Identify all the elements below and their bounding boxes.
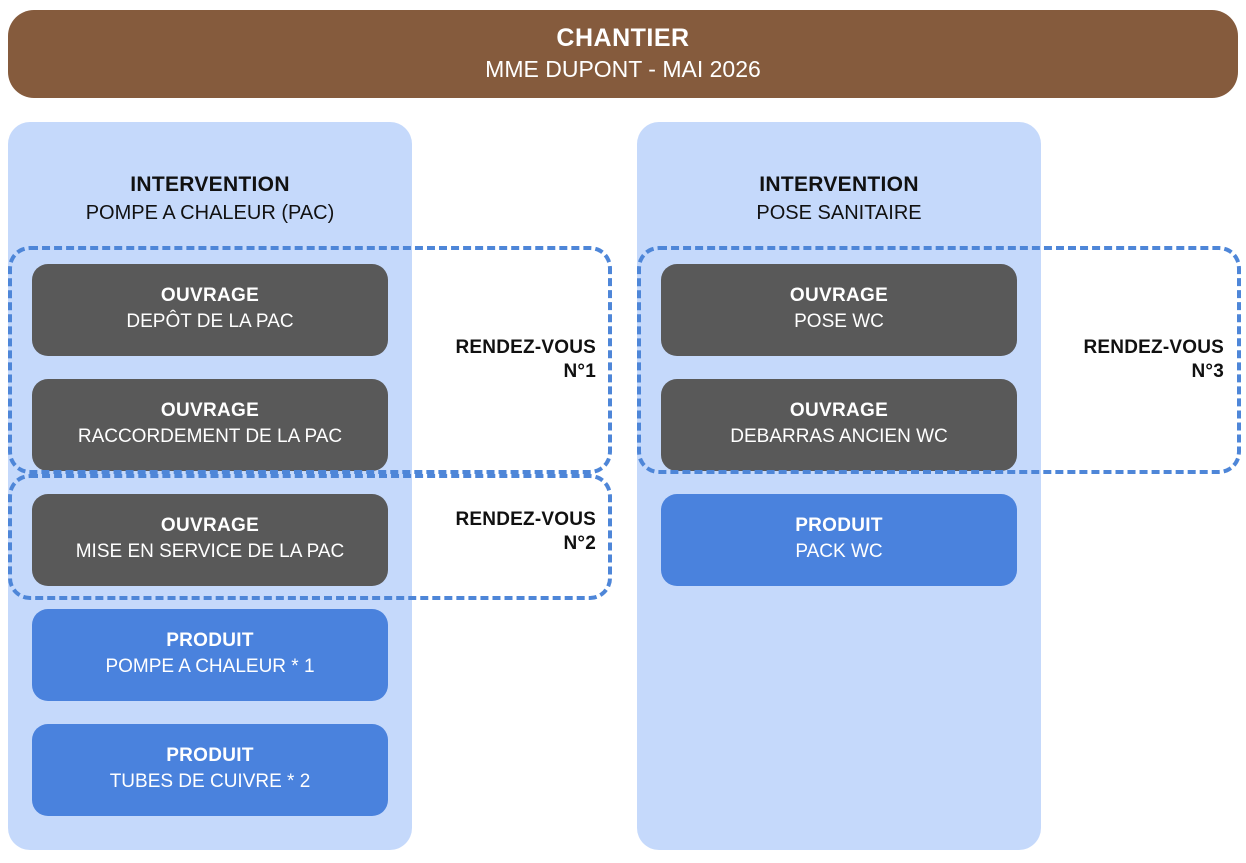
rendezvous-label-1-text: RENDEZ-VOUS <box>455 337 596 358</box>
produit-name: PACK WC <box>795 541 883 563</box>
ouvrage-type-label: OUVRAGE <box>160 400 260 422</box>
rendezvous-label-3-text: RENDEZ-VOUS <box>1083 337 1224 358</box>
intervention-name-right: POSE SANITAIRE <box>756 202 922 225</box>
ouvrage-box-mise-en-service-de-la-pac[interactable]: OUVRAGE MISE EN SERVICE DE LA PAC <box>32 494 388 586</box>
ouvrage-box-pose-wc[interactable]: OUVRAGE POSE WC <box>661 264 1017 356</box>
intervention-label-left: INTERVENTION <box>130 173 290 196</box>
ouvrage-type-label: OUVRAGE <box>789 285 889 307</box>
rendezvous-label-2-number: N°2 <box>563 532 596 554</box>
produit-name: POMPE A CHALEUR * 1 <box>105 656 315 678</box>
ouvrage-type-label: OUVRAGE <box>160 285 260 307</box>
rendezvous-label-3-number: N°3 <box>1191 360 1224 382</box>
rendezvous-label-1-number: N°1 <box>563 360 596 382</box>
produit-type-label: PRODUIT <box>166 630 254 652</box>
chantier-title: CHANTIER <box>556 24 690 53</box>
produit-name: TUBES DE CUIVRE * 2 <box>109 771 311 793</box>
ouvrage-box-depot-de-la-pac[interactable]: OUVRAGE DEPÔT DE LA PAC <box>32 264 388 356</box>
rendezvous-label-2: RENDEZ-VOUS N°2 <box>400 508 596 556</box>
intervention-label-right: INTERVENTION <box>759 173 919 196</box>
ouvrage-name: DEPÔT DE LA PAC <box>126 311 294 333</box>
produit-type-label: PRODUIT <box>795 515 883 537</box>
produit-box-tubes-de-cuivre[interactable]: PRODUIT TUBES DE CUIVRE * 2 <box>32 724 388 816</box>
chantier-header: CHANTIER MME DUPONT - MAI 2026 <box>8 10 1238 98</box>
intervention-title-right: INTERVENTION POSE SANITAIRE <box>637 172 1041 226</box>
rendezvous-label-1: RENDEZ-VOUS N°1 <box>400 336 596 384</box>
produit-type-label: PRODUIT <box>166 745 254 767</box>
produit-box-pack-wc[interactable]: PRODUIT PACK WC <box>661 494 1017 586</box>
ouvrage-type-label: OUVRAGE <box>789 400 889 422</box>
ouvrage-box-debarras-ancien-wc[interactable]: OUVRAGE DEBARRAS ANCIEN WC <box>661 379 1017 471</box>
chantier-subtitle: MME DUPONT - MAI 2026 <box>485 56 761 82</box>
intervention-title-left: INTERVENTION POMPE A CHALEUR (PAC) <box>8 172 412 226</box>
intervention-panel-pose-sanitaire: INTERVENTION POSE SANITAIRE <box>637 122 1041 850</box>
ouvrage-name: DEBARRAS ANCIEN WC <box>730 426 948 448</box>
ouvrage-name: RACCORDEMENT DE LA PAC <box>77 426 343 448</box>
ouvrage-name: MISE EN SERVICE DE LA PAC <box>75 541 345 563</box>
ouvrage-type-label: OUVRAGE <box>160 515 260 537</box>
intervention-name-left: POMPE A CHALEUR (PAC) <box>85 202 335 225</box>
ouvrage-name: POSE WC <box>794 311 884 333</box>
produit-box-pompe-a-chaleur[interactable]: PRODUIT POMPE A CHALEUR * 1 <box>32 609 388 701</box>
rendezvous-label-2-text: RENDEZ-VOUS <box>455 509 596 530</box>
ouvrage-box-raccordement-de-la-pac[interactable]: OUVRAGE RACCORDEMENT DE LA PAC <box>32 379 388 471</box>
rendezvous-label-3: RENDEZ-VOUS N°3 <box>1028 336 1224 384</box>
